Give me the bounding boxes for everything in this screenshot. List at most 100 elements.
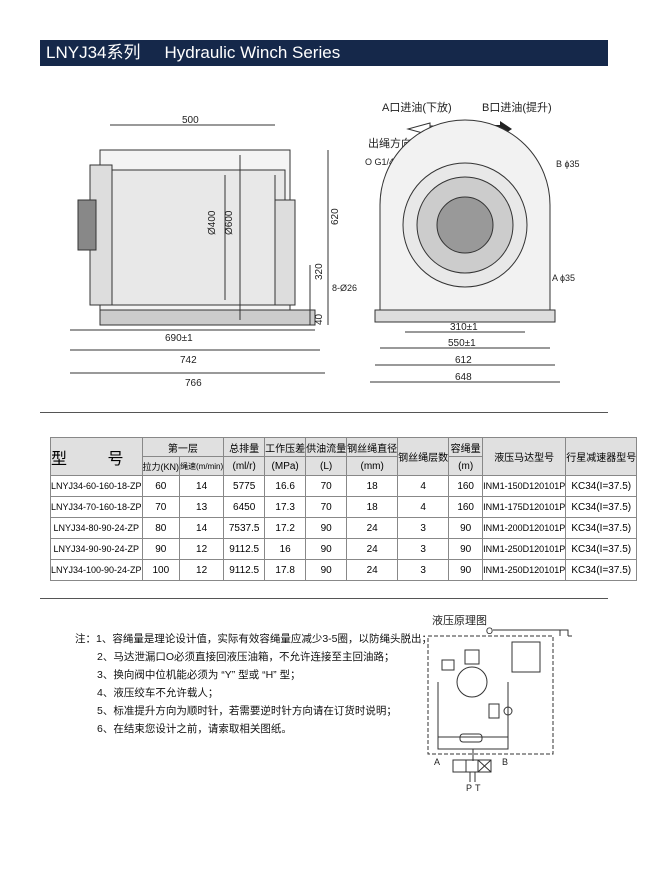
- table-cell: LNYJ34-60-160-18-ZP: [50, 475, 143, 497]
- table-cell: 5775: [223, 475, 266, 497]
- table-cell: 24: [346, 517, 399, 539]
- note-4: 4、液压绞车不允许载人；: [97, 687, 219, 699]
- table-cell: 14: [179, 517, 225, 539]
- side-view-drawing: 500 690±1 742 766 Ø400 Ø600 620 320 40: [70, 115, 341, 389]
- table-cell: 4: [397, 475, 450, 497]
- dim-742: 742: [180, 355, 197, 366]
- table-cell: 17.3: [264, 496, 307, 518]
- table-cell: 90: [141, 538, 181, 560]
- th-flow: 供油流量: [305, 437, 348, 457]
- table-cell: 90: [305, 517, 348, 539]
- note-6: 6、在结束您设计之前，请索取相关图纸。: [97, 723, 292, 735]
- th-pressure-unit: (MPa): [264, 456, 307, 476]
- th-layers: 钢丝绳层数: [397, 437, 450, 476]
- dim-d600: Ø600: [224, 210, 235, 235]
- schematic-port-b: B: [502, 757, 508, 767]
- th-first-layer: 第一层: [141, 437, 225, 457]
- table-cell: 7537.5: [223, 517, 266, 539]
- dim-500: 500: [182, 115, 199, 126]
- table-cell: 90: [305, 538, 348, 560]
- th-model: 型 号: [50, 437, 143, 476]
- table-cell: 90: [448, 517, 484, 539]
- table-cell: 160: [448, 496, 484, 518]
- table-cell: LNYJ34-100-90-24-ZP: [50, 559, 143, 581]
- schematic-title: 液压原理图: [432, 613, 487, 627]
- note-5: 5、标准提升方向为顺时针，若需要逆时针方向请在订货时说明；: [97, 705, 397, 717]
- dim-648: 648: [455, 372, 472, 383]
- table-cell: 18: [346, 475, 399, 497]
- th-pressure: 工作压差: [264, 437, 307, 457]
- th-motor: 液压马达型号: [482, 437, 567, 476]
- port-a-direction-label: A口进油(下放): [382, 100, 452, 114]
- note-3: 3、换向阀中位机能必须为 “Y” 型或 “H” 型；: [97, 669, 301, 681]
- port-b-label: B ɸ35: [556, 159, 579, 169]
- table-cell: 60: [141, 475, 181, 497]
- schematic-port-o: O: [486, 626, 493, 636]
- table-cell: 9112.5: [223, 538, 266, 560]
- front-view-drawing: A口进油(下放) B口进油(提升) 出绳方向 O G1/4" B ɸ35 A ɸ…: [332, 100, 579, 383]
- table-cell: INM1-250D120101P: [482, 559, 567, 581]
- dim-620: 620: [330, 208, 341, 225]
- rope-direction-label: 出绳方向: [368, 136, 412, 150]
- th-reducer: 行星减速器型号: [565, 437, 638, 476]
- schematic-port-p: P: [466, 783, 472, 793]
- table-cell: 90: [448, 559, 484, 581]
- th-speed: 绳速(m/min): [179, 456, 225, 476]
- table-cell: 17.2: [264, 517, 307, 539]
- table-cell: INM1-175D120101P: [482, 496, 567, 518]
- th-capacity: 容绳量: [448, 437, 484, 457]
- table-cell: 160: [448, 475, 484, 497]
- table-cell: 9112.5: [223, 559, 266, 581]
- table-cell: LNYJ34-90-90-24-ZP: [50, 538, 143, 560]
- table-cell: KC34(I=37.5): [565, 538, 638, 560]
- dim-40: 40: [314, 313, 325, 325]
- th-capacity-unit: (m): [448, 456, 484, 476]
- schematic-port-a: A: [434, 757, 440, 767]
- dim-766: 766: [185, 378, 202, 389]
- dim-690: 690±1: [165, 333, 193, 344]
- series-name: LNYJ34系列: [46, 43, 141, 62]
- table-cell: 3: [397, 559, 450, 581]
- dim-d400: Ø400: [207, 210, 218, 235]
- schematic-port-t: T: [475, 783, 481, 793]
- table-cell: INM1-150D120101P: [482, 475, 567, 497]
- divider: [40, 598, 608, 599]
- table-cell: KC34(I=37.5): [565, 496, 638, 518]
- table-cell: 12: [179, 559, 225, 581]
- table-cell: 18: [346, 496, 399, 518]
- divider: [40, 412, 608, 413]
- table-cell: 100: [141, 559, 181, 581]
- dim-bolt-holes: 8-Ø26: [332, 283, 357, 293]
- table-cell: 90: [448, 538, 484, 560]
- note-1: 注：1、容绳量是理论设计值，实际有效容绳量应减少3-5圈，以防绳头脱出；: [75, 633, 433, 645]
- table-cell: 14: [179, 475, 225, 497]
- dim-320: 320: [314, 263, 325, 280]
- notes: 注：1、容绳量是理论设计值，实际有效容绳量应减少3-5圈，以防绳头脱出； 2、马…: [75, 630, 432, 738]
- th-displacement: 总排量: [223, 437, 266, 457]
- table-cell: 70: [305, 496, 348, 518]
- table-cell: 6450: [223, 496, 266, 518]
- table-cell: LNYJ34-70-160-18-ZP: [50, 496, 143, 518]
- table-cell: 12: [179, 538, 225, 560]
- table-cell: LNYJ34-80-90-24-ZP: [50, 517, 143, 539]
- header-bar: LNYJ34系列 Hydraulic Winch Series: [40, 40, 608, 66]
- table-cell: KC34(I=37.5): [565, 475, 638, 497]
- port-b-direction-label: B口进油(提升): [482, 100, 552, 114]
- th-pull: 拉力(KN): [141, 456, 181, 476]
- series-title: Hydraulic Winch Series: [164, 43, 341, 62]
- table-cell: 4: [397, 496, 450, 518]
- table-cell: 16.6: [264, 475, 307, 497]
- dim-550: 550±1: [448, 338, 476, 349]
- table-cell: 80: [141, 517, 181, 539]
- port-o-label: O G1/4": [365, 157, 397, 167]
- note-2: 2、马达泄漏口O必须直接回液压油箱，不允许连接至主回油路；: [97, 651, 395, 663]
- th-rope-dia-unit: (mm): [346, 456, 399, 476]
- table-cell: 3: [397, 517, 450, 539]
- table-cell: KC34(I=37.5): [565, 517, 638, 539]
- dim-612: 612: [455, 355, 472, 366]
